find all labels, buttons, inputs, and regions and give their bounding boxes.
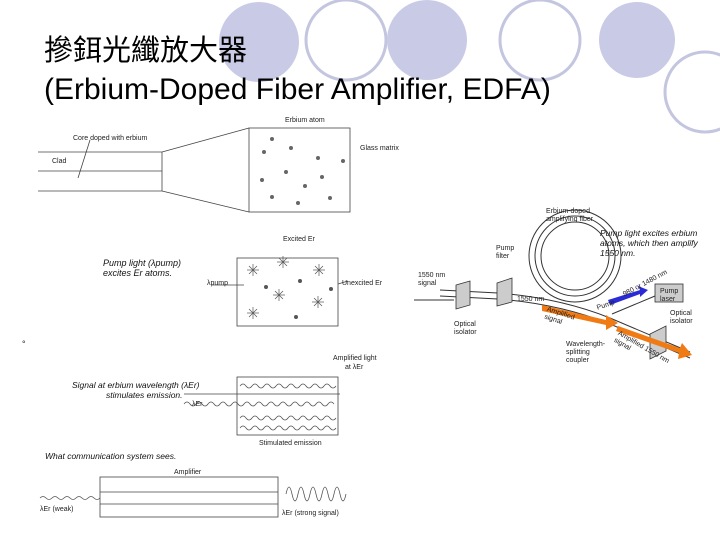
excited-er-label: Excited Er — [283, 236, 315, 243]
deco-circle-5 — [599, 2, 675, 78]
what-system-sees-text: What communication system sees. — [45, 451, 177, 461]
nm-1550-label: 1550 nm — [517, 296, 545, 303]
erbium-atom-label: Erbium atom — [285, 117, 325, 124]
pump-excite-1: Pump light excites erbium — [600, 228, 698, 238]
lambda-er-label: λEr — [192, 401, 203, 408]
clad-label: Clad — [52, 158, 67, 165]
core-label: Core doped with erbium — [73, 135, 148, 142]
optical-isolator-left-2: isolator — [454, 329, 477, 336]
optical-isolator-left-1: Optical — [454, 321, 476, 328]
deco-circle-6 — [663, 50, 720, 134]
optical-isolator-right-1: Optical — [670, 310, 692, 317]
coupler-3: coupler — [566, 357, 589, 364]
pump-excite-2: atoms, which then amplify — [600, 238, 698, 248]
optical-isolator-right-2: isolator — [670, 318, 693, 325]
stimulated-emission-label: Stimulated emission — [259, 440, 322, 447]
pump-laser-1: Pump — [660, 288, 679, 295]
pump-excite-3: 1550 nm. — [600, 248, 636, 258]
pump-laser-2: laser — [660, 296, 676, 303]
amplified-light-label: Amplified light — [333, 355, 377, 362]
decorative-circles — [219, 0, 720, 134]
bullet-marker: ° — [22, 339, 26, 349]
glass-matrix-label: Glass matrix — [360, 145, 399, 152]
deco-circle-2 — [304, 0, 388, 82]
slide-title: 摻鉺光纖放大器 (Erbium-Doped Fiber Amplifier, E… — [44, 30, 551, 110]
coupler-2: splitting — [566, 349, 590, 356]
title-english: (Erbium-Doped Fiber Amplifier, EDFA) — [44, 73, 551, 106]
deco-circle-3 — [387, 0, 467, 80]
amplifier-label: Amplifier — [174, 469, 202, 476]
title-chinese: 摻鉺光纖放大器 — [44, 33, 248, 67]
pump-filter-1: Pump — [496, 245, 515, 252]
unexcited-er-label: Unexcited Er — [342, 280, 383, 287]
pump-filter-2: filter — [496, 253, 510, 260]
strong-signal-label: λEr (strong signal) — [282, 510, 339, 517]
signal-in-1: 1550 nm — [418, 272, 446, 279]
deco-circle-4 — [498, 0, 582, 82]
deco-circle-1 — [219, 2, 299, 82]
fiber-label-1: Erbium-doped — [546, 208, 590, 215]
pump-text: Pump light (λpump) excites Er atoms. — [103, 258, 181, 278]
lambda-pump-label: λpump — [207, 280, 229, 287]
fiber-label-2: amplifying fiber — [546, 216, 594, 223]
coupler-1: Wavelength- — [566, 341, 606, 348]
signal-in-2: signal — [418, 280, 437, 287]
signal-text-2: stimulates emission. — [106, 390, 183, 400]
signal-text-1: Signal at erbium wavelength (λEr) — [72, 380, 200, 390]
weak-signal-label: λEr (weak) — [40, 506, 74, 513]
amplified-light-label-2: at λEr — [345, 364, 364, 371]
